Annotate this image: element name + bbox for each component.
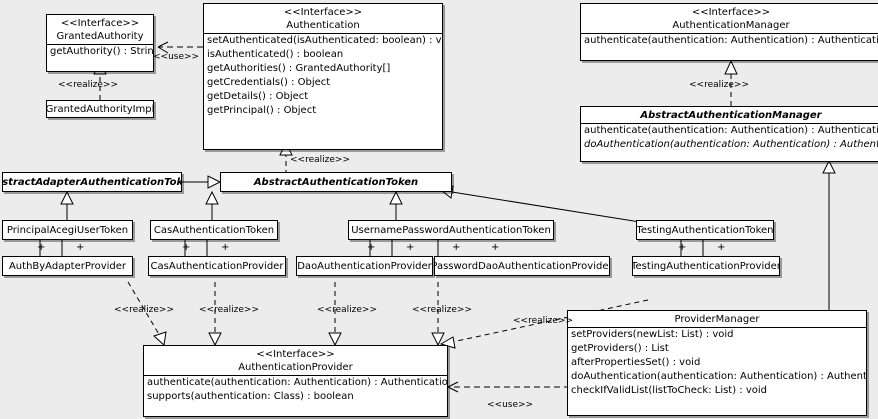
class-name: ProviderManager — [674, 314, 760, 325]
edge-label-use-authentication-granted-authority: <<use>> — [153, 52, 200, 62]
operation: authenticate(authentication: Authenticat… — [147, 377, 448, 388]
association-end-marker: + — [367, 242, 376, 253]
class-name: Authentication — [286, 20, 360, 31]
class-granted-authority-impl[interactable]: GrantedAuthorityImpl — [46, 100, 154, 118]
stereotype-label: <<Interface>> — [60, 18, 140, 29]
class-name: AuthenticationProvider — [238, 362, 353, 373]
edge-label-realize-cas-authentication-provider: <<realize>> — [199, 305, 259, 315]
class-abstract-authentication-manager[interactable]: AbstractAuthenticationManager authentica… — [580, 106, 878, 162]
class-header: <<Interface>> GrantedAuthority — [47, 15, 153, 44]
stereotype-label: <<Interface>> — [691, 7, 771, 18]
class-name: DaoAuthenticationProvider — [297, 260, 432, 272]
operation: setProviders(newList: List) : void — [571, 329, 734, 340]
edge-label-realize-granted-authority-impl: <<realize>> — [58, 80, 118, 90]
edge-label-realize-abstract-authentication-token: <<realize>> — [290, 155, 350, 165]
compartment-divider — [204, 33, 442, 34]
operation: supports(authentication: Class) : boolea… — [147, 391, 354, 402]
operations-compartment: getAuthority() : String — [47, 45, 153, 59]
association-end-marker: + — [452, 242, 461, 253]
association-end-marker: + — [717, 242, 726, 253]
operation: getAuthority() : String — [50, 46, 154, 57]
association-end-marker: + — [76, 242, 85, 253]
class-name: TestingAuthenticationProvider — [632, 260, 780, 272]
edge-label-realize-provider-manager: <<realize>> — [513, 316, 573, 326]
operations-compartment: authenticate(authentication: Authenticat… — [581, 124, 878, 152]
class-header: <<Interface>> AuthenticationManager — [581, 4, 878, 33]
class-abstract-adapter-authentication-token[interactable]: AbstractAdapterAuthenticationToken — [2, 172, 182, 192]
operation: doAuthentication(authentication: Authent… — [571, 371, 867, 382]
edge-label-realize-dao-authentication-provider: <<realize>> — [317, 305, 377, 315]
class-authentication-manager[interactable]: <<Interface>> AuthenticationManager auth… — [580, 3, 878, 61]
class-granted-authority[interactable]: <<Interface>> GrantedAuthority getAuthor… — [46, 14, 154, 72]
operations-compartment: authenticate(authentication: Authenticat… — [144, 376, 447, 404]
class-abstract-authentication-token[interactable]: AbstractAuthenticationToken — [220, 172, 452, 192]
class-provider-manager[interactable]: ProviderManager setProviders(newList: Li… — [567, 310, 867, 416]
association-end-marker: + — [221, 242, 230, 253]
stereotype-label: <<Interface>> — [256, 349, 335, 360]
class-header: AbstractAuthenticationManager — [581, 107, 878, 123]
class-cas-authentication-token[interactable]: CasAuthenticationToken — [150, 220, 278, 240]
compartment-divider — [581, 123, 878, 124]
association-end-marker: + — [491, 242, 500, 253]
operation: getAuthorities() : GrantedAuthority[] — [207, 63, 391, 74]
class-name: TestingAuthenticationToken — [636, 224, 774, 236]
operation: authenticate(authentication: Authenticat… — [584, 35, 878, 46]
class-cas-authentication-provider[interactable]: CasAuthenticationProvider — [148, 256, 286, 276]
class-authentication-provider[interactable]: <<Interface>> AuthenticationProvider aut… — [143, 345, 448, 417]
class-password-dao-authentication-provider[interactable]: PasswordDaoAuthenticationProvider — [434, 256, 610, 276]
class-name: AuthByAdapterProvider — [8, 260, 127, 272]
class-header: ProviderManager — [568, 311, 866, 327]
class-name: CasAuthenticationToken — [153, 224, 275, 236]
class-testing-authentication-provider[interactable]: TestingAuthenticationProvider — [632, 256, 780, 276]
operation: authenticate(authentication: Authenticat… — [584, 125, 878, 136]
operation: getProviders() : List — [571, 343, 669, 354]
edge-label-use-provider-manager: <<use>> — [487, 400, 534, 410]
operations-compartment: authenticate(authentication: Authenticat… — [581, 34, 878, 48]
class-name: UsernamePasswordAuthenticationToken — [351, 224, 551, 236]
operation: getPrincipal() : Object — [207, 105, 317, 116]
class-name: AbstractAuthenticationToken — [253, 176, 419, 188]
class-username-password-authentication-token[interactable]: UsernamePasswordAuthenticationToken — [348, 220, 554, 240]
class-auth-by-adapter-provider[interactable]: AuthByAdapterProvider — [2, 256, 133, 276]
class-testing-authentication-token[interactable]: TestingAuthenticationToken — [636, 220, 774, 240]
class-name: PasswordDaoAuthenticationProvider — [434, 260, 610, 272]
operation: checkIfValidList(listToCheck: List) : vo… — [571, 385, 768, 396]
operation: doAuthentication(authentication: Authent… — [584, 139, 878, 150]
compartment-divider — [144, 375, 447, 376]
association-end-marker: + — [406, 242, 415, 253]
class-name: AbstractAuthenticationManager — [640, 110, 822, 121]
class-name: AbstractAdapterAuthenticationToken — [2, 176, 181, 188]
class-header: <<Interface>> AuthenticationProvider — [144, 346, 447, 375]
operation: getDetails() : Object — [207, 91, 309, 102]
class-name: GrantedAuthority — [56, 31, 144, 42]
class-name: CasAuthenticationProvider — [150, 260, 284, 272]
association-end-marker: + — [37, 242, 46, 253]
compartment-divider — [568, 327, 866, 328]
operations-compartment: setAuthenticated(isAuthenticated: boolea… — [204, 34, 442, 118]
operation: setAuthenticated(isAuthenticated: boolea… — [207, 35, 443, 46]
class-authentication[interactable]: <<Interface>> Authentication setAuthenti… — [203, 3, 443, 150]
operation: getCredentials() : Object — [207, 77, 331, 88]
class-principal-acegi-user-token[interactable]: PrincipalAcegiUserToken — [2, 220, 133, 240]
stereotype-label: <<Interface>> — [283, 7, 363, 18]
operation: isAuthenticated() : boolean — [207, 49, 344, 60]
class-name: GrantedAuthorityImpl — [46, 103, 154, 115]
compartment-divider — [581, 33, 878, 34]
association-end-marker: + — [678, 242, 687, 253]
association-end-marker: + — [182, 242, 191, 253]
edge-label-realize-auth-by-adapter-provider: <<realize>> — [114, 305, 174, 315]
class-dao-authentication-provider[interactable]: DaoAuthenticationProvider — [296, 256, 433, 276]
class-header: <<Interface>> Authentication — [204, 4, 442, 33]
class-name: PrincipalAcegiUserToken — [6, 224, 129, 236]
compartment-divider — [47, 44, 153, 45]
operations-compartment: setProviders(newList: List) : void getPr… — [568, 328, 866, 398]
edge-label-realize-abstract-authentication-manager: <<realize>> — [689, 80, 749, 90]
operation: afterPropertiesSet() : void — [571, 357, 701, 368]
class-name: AuthenticationManager — [672, 20, 790, 31]
edge-label-realize-password-dao-authentication-provider: <<realize>> — [412, 305, 472, 315]
